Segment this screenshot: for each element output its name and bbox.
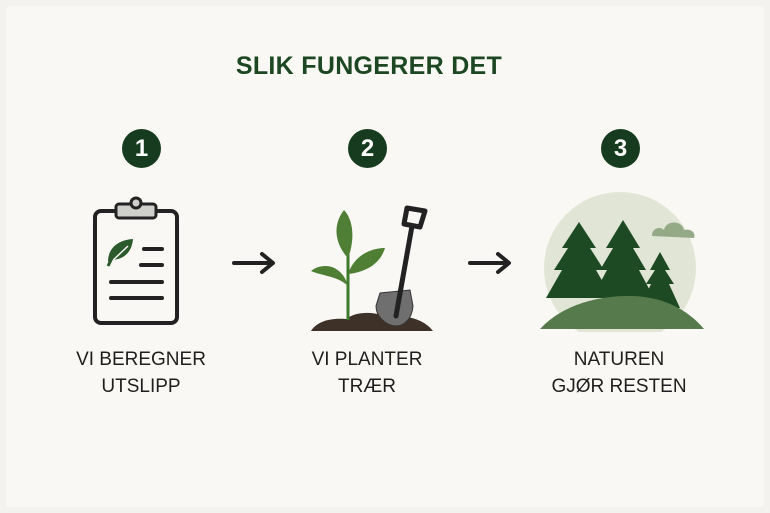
step-3-badge: 3 <box>601 129 640 168</box>
step-2-label-line1: VI PLANTER <box>311 349 423 370</box>
step-2-label-line2: TRÆR <box>337 376 397 397</box>
forest-hill-icon <box>540 192 704 332</box>
step-3-label: NATUREN GJØR RESTEN <box>519 346 719 400</box>
step-2-badge: 2 <box>348 129 387 168</box>
step-1-label: VI BEREGNER UTSLIPP <box>41 346 241 400</box>
step-3-label-line1: NATUREN <box>573 349 665 370</box>
arrow-right-icon <box>468 252 511 274</box>
clipboard-leaf-icon <box>93 196 179 325</box>
step-2-label: VI PLANTER TRÆR <box>267 346 467 400</box>
arrow-right-icon <box>232 252 275 274</box>
step-1-label-line2: UTSLIPP <box>101 376 181 397</box>
step-1-label-line1: VI BEREGNER <box>76 349 206 370</box>
step-3-label-line2: GJØR RESTEN <box>551 376 687 397</box>
step-1-badge: 1 <box>122 129 161 168</box>
sapling-shovel-icon <box>311 205 433 331</box>
page-title: SLIK FUNGERER DET <box>235 52 503 80</box>
